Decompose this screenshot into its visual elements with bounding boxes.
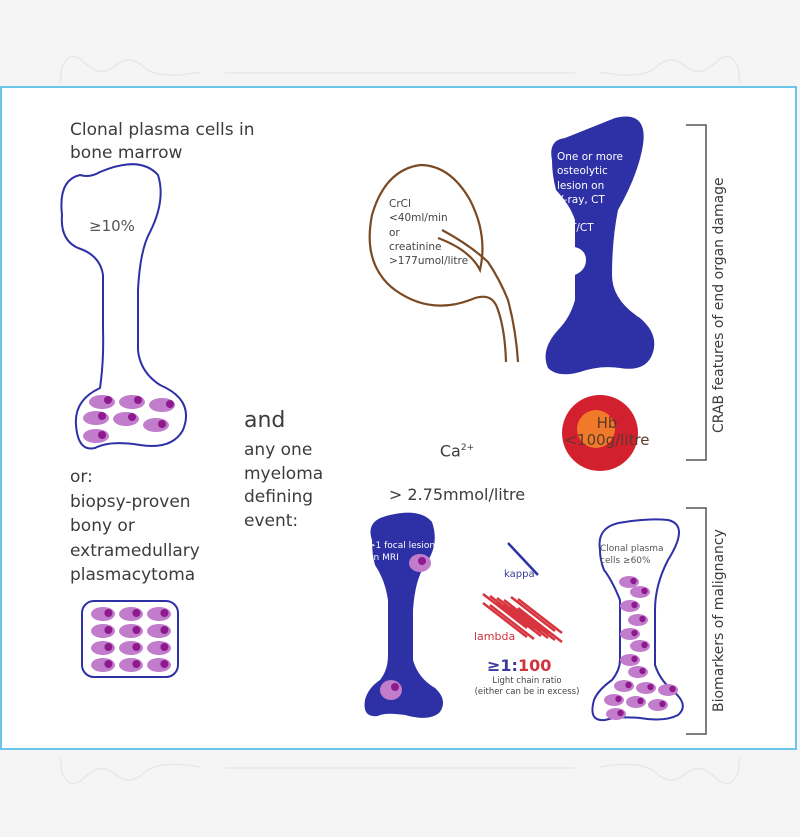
kappa-label: kappa (504, 569, 535, 580)
kappa-line (507, 542, 539, 576)
ratio-prefix: ≥1: (487, 656, 518, 675)
plasma-cell (83, 429, 109, 443)
crab-bracket-label: CRAB features of end organ damage (711, 177, 727, 433)
lambda-label: lambda (474, 630, 516, 643)
plasma-cell (628, 666, 648, 678)
plasma-cell (147, 641, 171, 655)
calcium-criteria: Ca2+ > 2.75mmol/litre (382, 415, 532, 506)
plasma-cell (147, 624, 171, 638)
calcium-charge: 2+ (460, 443, 475, 453)
lambda-lines (482, 593, 563, 643)
lambda-chain-line (517, 598, 563, 634)
mri-lesion-bottom (380, 680, 402, 700)
plasma-cell (119, 624, 143, 638)
biomarkers-bracket-label: Biomarkers of malignancy (711, 529, 727, 712)
plasma-cell (83, 411, 109, 425)
defining-event-text: any one myeloma defining event: (244, 440, 324, 531)
plasma-cell (636, 682, 656, 694)
top-ornament (59, 55, 741, 84)
plasma-cell (604, 694, 624, 706)
plasma-cell (91, 624, 115, 638)
hemoglobin-criteria: Hb <100g/litre (564, 414, 650, 449)
plasma-cell (630, 640, 650, 652)
bone-marrow-outline (60, 163, 188, 450)
plasma-cell (620, 600, 640, 612)
clonal-60-text: Clonal plasma cells ≥60% (600, 544, 664, 566)
plasmacytoma-cells (91, 607, 171, 672)
kidney-icon (368, 163, 520, 363)
osteolytic-lesion-text: One or more osteolytic lesion on X-ray, … (557, 151, 623, 235)
plasma-cell (119, 658, 143, 672)
crab-bracket (686, 124, 707, 461)
plasma-cell (658, 684, 678, 696)
lambda-chain-line (482, 602, 528, 638)
light-chain-ratio: ≥1:100 (487, 656, 551, 675)
bone-marrow-cells (83, 395, 175, 443)
plasmacytoma-alternative-text: or: biopsy-proven bony or extramedullary… (70, 467, 200, 585)
lambda-chain-line (510, 605, 556, 641)
plasma-cell (648, 699, 668, 711)
osteolytic-bone (545, 116, 655, 375)
plasma-cell (620, 654, 640, 666)
plasma-cell (119, 641, 143, 655)
plasma-cell (91, 607, 115, 621)
plasma-cell (91, 641, 115, 655)
calcium-label: Ca (439, 441, 461, 461)
lambda-chain-line (517, 607, 563, 643)
and-connector: and (244, 408, 286, 433)
plasma-cell (147, 658, 171, 672)
plasma-cell (147, 607, 171, 621)
plasma-cell (626, 696, 646, 708)
plasma-cell (119, 395, 145, 409)
mri-lesion-text: >1 focal lesion on MRI (368, 541, 436, 563)
plasma-cell (614, 680, 634, 692)
lambda-chain-line (510, 596, 556, 632)
plasma-cell (89, 395, 115, 409)
calcium-value: > 2.75mmol/litre (388, 485, 526, 505)
biomarkers-bracket (686, 507, 707, 735)
lambda-chain-line (503, 603, 549, 639)
plasma-cell (119, 607, 143, 621)
clonal-bone-cells (604, 576, 678, 720)
mri-lesion-top (409, 554, 431, 572)
plasma-cell (606, 708, 626, 720)
plasma-cell (91, 658, 115, 672)
plasma-cell (143, 418, 169, 432)
threshold-10-label: ≥10% (89, 217, 135, 235)
hb-inner-circle (577, 410, 615, 448)
lambda-chain-line (482, 593, 528, 629)
plasma-cell (149, 398, 175, 412)
renal-criteria-text: CrCl <40ml/min or creatinine >177umol/li… (389, 198, 469, 268)
bottom-ornament (59, 756, 741, 785)
ratio-value: 100 (517, 656, 552, 675)
plasma-cell (113, 412, 139, 426)
plasma-cell (630, 586, 650, 598)
lambda-chain-line (489, 604, 535, 640)
ratio-caption: Light chain ratio (either can be in exce… (474, 676, 580, 697)
plasma-cell (619, 576, 639, 588)
plasma-cell (628, 614, 648, 626)
lambda-chain-line (496, 601, 542, 637)
clonal-cells-title: Clonal plasma cells in bone marrow (70, 120, 255, 163)
plasma-cell (620, 628, 640, 640)
